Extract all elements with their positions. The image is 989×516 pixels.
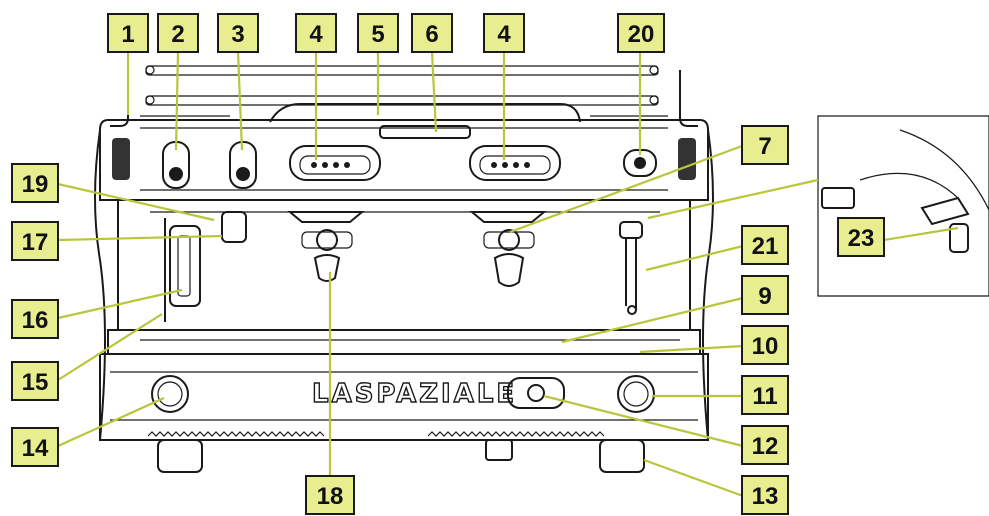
callout-15: 15 bbox=[11, 361, 59, 401]
leader-lines bbox=[57, 51, 959, 498]
svg-text:16: 16 bbox=[22, 307, 49, 334]
right-grille bbox=[427, 431, 605, 437]
svg-text:12: 12 bbox=[752, 433, 779, 460]
svg-text:21: 21 bbox=[752, 233, 779, 260]
callout-20: 20 bbox=[617, 13, 665, 53]
callout-5: 5 bbox=[357, 13, 399, 53]
button-pad-left bbox=[289, 145, 381, 181]
callout-23: 23 bbox=[837, 217, 885, 257]
svg-text:11: 11 bbox=[752, 383, 777, 410]
inset-frame bbox=[817, 115, 989, 297]
callout-10: 10 bbox=[741, 325, 789, 365]
inset-detail bbox=[817, 115, 989, 297]
svg-text:15: 15 bbox=[22, 369, 49, 396]
svg-text:6: 6 bbox=[425, 21, 438, 48]
svg-text:5: 5 bbox=[371, 21, 384, 48]
group-head-right bbox=[469, 211, 547, 287]
callout-13: 13 bbox=[741, 475, 789, 515]
foot-left bbox=[157, 439, 203, 473]
main-switch bbox=[507, 377, 565, 409]
steam-wand-right bbox=[619, 221, 643, 315]
callout-2: 2 bbox=[157, 13, 199, 53]
callout-16: 16 bbox=[11, 299, 59, 339]
drain bbox=[485, 439, 513, 461]
svg-text:9: 9 bbox=[758, 283, 771, 310]
svg-text:18: 18 bbox=[317, 483, 344, 510]
svg-text:4: 4 bbox=[309, 21, 323, 48]
callout-9: 9 bbox=[741, 275, 789, 315]
group-head-left bbox=[287, 211, 365, 282]
svg-text:2: 2 bbox=[171, 21, 184, 48]
front-knob-left bbox=[151, 375, 189, 413]
callout-3: 3 bbox=[217, 13, 259, 53]
callout-4-right: 4 bbox=[483, 13, 525, 53]
steam-valve-knob-right bbox=[229, 141, 257, 189]
callout-11: 11 bbox=[741, 375, 789, 415]
drip-tray bbox=[107, 329, 701, 355]
callout-7: 7 bbox=[741, 125, 789, 165]
svg-text:20: 20 bbox=[628, 21, 655, 48]
brand-logo: LASPAZIALE bbox=[312, 379, 517, 409]
svg-text:19: 19 bbox=[22, 171, 49, 198]
callout-19: 19 bbox=[11, 163, 59, 203]
svg-text:13: 13 bbox=[752, 483, 779, 510]
callout-6: 6 bbox=[411, 13, 453, 53]
svg-text:10: 10 bbox=[752, 333, 779, 360]
machine-body: LASPAZIALE bbox=[94, 65, 714, 473]
callout-21: 21 bbox=[741, 225, 789, 265]
button-pad-right bbox=[469, 145, 561, 181]
svg-text:7: 7 bbox=[758, 133, 771, 160]
svg-text:3: 3 bbox=[231, 21, 244, 48]
control-panel-housing bbox=[99, 119, 709, 201]
front-knob-right bbox=[617, 375, 655, 413]
svg-text:23: 23 bbox=[848, 225, 875, 252]
svg-text:1: 1 bbox=[121, 21, 134, 48]
top-rail-upper bbox=[145, 65, 659, 76]
display-panel bbox=[379, 125, 471, 139]
steam-wand-left bbox=[164, 211, 247, 322]
callout-1: 1 bbox=[107, 13, 149, 53]
left-grille bbox=[147, 431, 325, 437]
foot-right bbox=[599, 439, 645, 473]
svg-text:17: 17 bbox=[22, 229, 49, 256]
callout-4-left: 4 bbox=[295, 13, 337, 53]
left-frame-post bbox=[110, 70, 129, 127]
svg-text:4: 4 bbox=[497, 21, 511, 48]
svg-text:14: 14 bbox=[22, 435, 49, 462]
callout-12: 12 bbox=[741, 425, 789, 465]
callout-17: 17 bbox=[11, 221, 59, 261]
right-frame-post bbox=[679, 70, 698, 127]
cup-tray bbox=[269, 103, 581, 123]
callout-14: 14 bbox=[11, 427, 59, 467]
brew-area-frame bbox=[117, 200, 691, 331]
callout-18: 18 bbox=[305, 475, 355, 515]
